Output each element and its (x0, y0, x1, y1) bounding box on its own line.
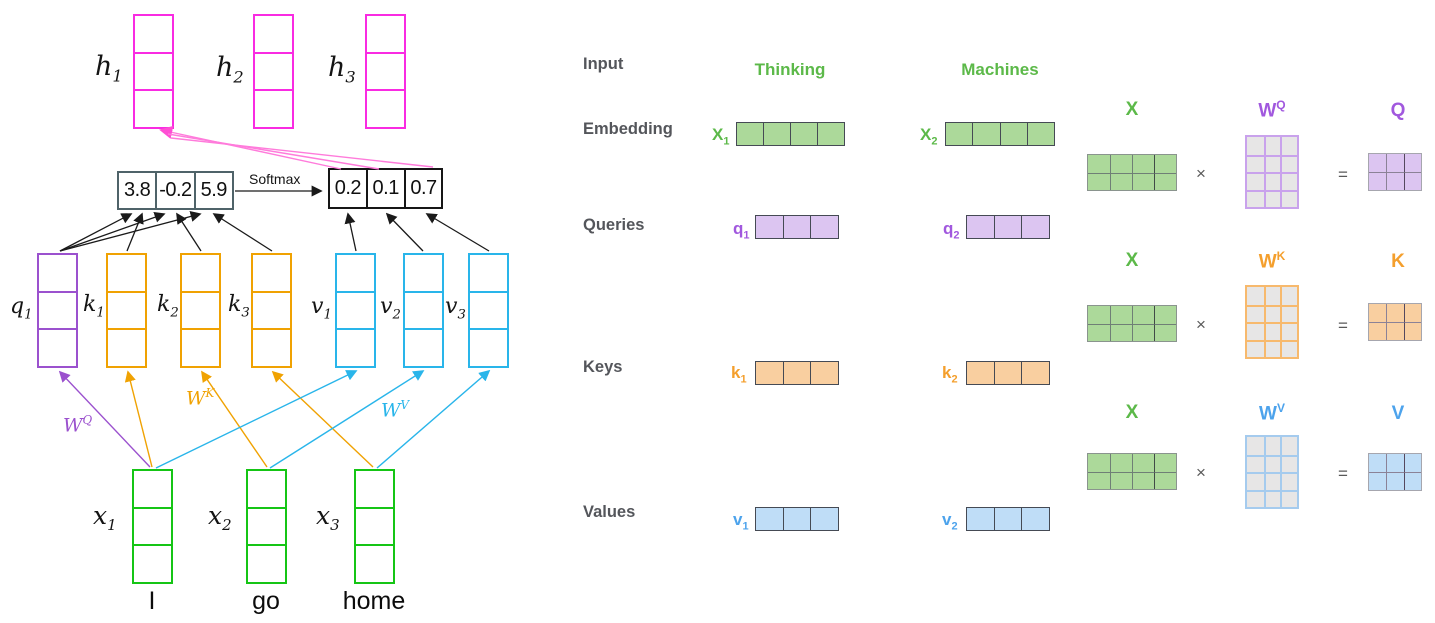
eq2-k-matrix (1368, 303, 1422, 341)
score-cell: 5.9 (193, 173, 232, 208)
weight-cell: 0.2 (334, 177, 362, 199)
word-machines: Machines (961, 60, 1039, 79)
eq2-k-label: K (1391, 251, 1405, 272)
k2-vector (180, 253, 221, 368)
k2-bar (966, 361, 1050, 385)
k1-token-label: k1 (731, 363, 747, 386)
eq1-wq-matrix (1245, 135, 1299, 209)
k2-label: k2 (157, 292, 179, 321)
q1-token-label: q1 (733, 219, 750, 242)
eq3-wv-label: WV (1259, 401, 1285, 425)
eq3-v-matrix (1368, 453, 1422, 491)
eq1-q-matrix (1368, 153, 1422, 191)
wq-arrow-label: WQ (63, 413, 93, 437)
k3-vector (251, 253, 292, 368)
eq2-wk-label: WK (1258, 249, 1286, 273)
q1-bar (755, 215, 839, 239)
score-cell: 3.8 (123, 179, 151, 201)
v2-label: v2 (380, 294, 401, 323)
q2-bar (966, 215, 1050, 239)
word-thinking: Thinking (754, 60, 826, 79)
v1-vector (335, 253, 376, 368)
row-label-values: Values (583, 503, 636, 521)
wk-arrow-label: WK (186, 386, 215, 410)
row-label-input: Input (583, 55, 624, 73)
x3-label: x3 (316, 501, 340, 534)
eq1-x-label: X (1125, 99, 1139, 120)
x2-label: x2 (208, 501, 232, 534)
h3-label: h3 (328, 52, 356, 87)
attention-scores-row: 3.8 -0.2 5.9 (117, 171, 234, 210)
attention-weights-row: 0.2 0.1 0.7 (328, 168, 444, 209)
x1-embedding-bar (736, 122, 845, 146)
eq2-times-sign: × (1196, 315, 1206, 334)
eq1-times-sign: × (1196, 164, 1206, 183)
h3-output-vector (365, 14, 406, 129)
h1-label: h1 (95, 51, 123, 86)
eq3-times-sign: × (1196, 463, 1206, 482)
eq3-equals-sign: = (1338, 464, 1348, 483)
weight-cell: 0.7 (403, 170, 442, 207)
k1-label: k1 (83, 292, 105, 321)
row-label-queries: Queries (583, 216, 645, 234)
v2-bar (966, 507, 1050, 531)
v1-label: v1 (311, 294, 332, 323)
h2-output-vector (253, 14, 294, 129)
x2-embedding-bar (945, 122, 1055, 146)
k1-vector (106, 253, 147, 368)
eq1-x-matrix (1087, 154, 1177, 191)
v2-vector (403, 253, 444, 368)
x1-label: x1 (93, 501, 117, 534)
eq1-q-label: Q (1390, 100, 1406, 121)
h1-output-vector (133, 14, 174, 129)
h2-label: h2 (216, 52, 244, 87)
eq1-wq-label: WQ (1258, 98, 1286, 122)
eq3-v-label: V (1391, 403, 1405, 424)
x1-input-vector (132, 469, 173, 584)
row-label-embedding: Embedding (583, 120, 673, 138)
eq3-x-label: X (1125, 402, 1139, 423)
x3-input-vector (354, 469, 395, 584)
weighted-sum-arrows (159, 125, 434, 170)
q1-vector (37, 253, 78, 368)
eq2-x-matrix (1087, 305, 1177, 342)
v3-vector (468, 253, 509, 368)
x2-token-label: X2 (920, 125, 938, 148)
word-i: I (148, 587, 156, 615)
eq3-x-matrix (1087, 453, 1177, 490)
q1-label: q1 (10, 294, 33, 323)
v3-label: v3 (445, 294, 466, 323)
v1-bar (755, 507, 839, 531)
v1-token-label: v1 (733, 510, 749, 533)
projection-arrows (58, 369, 491, 469)
k1-bar (755, 361, 839, 385)
row-label-keys: Keys (583, 358, 623, 376)
word-go: go (252, 587, 280, 615)
word-home: home (342, 587, 406, 615)
score-cell: -0.2 (155, 173, 193, 208)
eq2-wk-matrix (1245, 285, 1299, 359)
weight-cell: 0.1 (365, 170, 404, 207)
eq2-equals-sign: = (1338, 316, 1348, 335)
softmax-label: Softmax (249, 171, 301, 187)
q2-token-label: q2 (943, 219, 960, 242)
eq3-wv-matrix (1245, 435, 1299, 509)
x2-input-vector (246, 469, 287, 584)
x1-token-label: X1 (712, 125, 730, 148)
eq2-x-label: X (1125, 250, 1139, 271)
v2-token-label: v2 (942, 510, 958, 533)
wv-arrow-label: WV (381, 398, 410, 422)
k3-label: k3 (228, 292, 250, 321)
eq1-equals-sign: = (1338, 165, 1348, 184)
k2-token-label: k2 (942, 363, 958, 386)
